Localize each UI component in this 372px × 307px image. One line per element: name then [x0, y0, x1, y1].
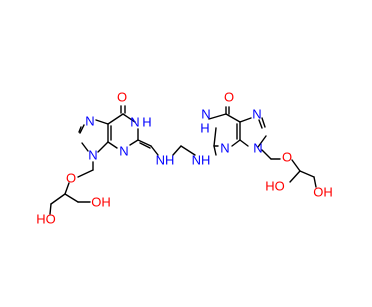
bond	[261, 117, 266, 128]
ring-hydrogen-h1-left: H	[142, 115, 151, 130]
ring-nitrogen-n3-left: N	[119, 144, 128, 159]
bond	[49, 203, 52, 215]
bond	[77, 169, 94, 178]
ring-nitrogen-n7-left: N	[85, 114, 94, 129]
bond	[64, 182, 70, 195]
bond	[78, 126, 82, 133]
bond	[299, 170, 315, 178]
ring-nitrogen-n1-right: N	[201, 107, 210, 122]
bond	[257, 135, 267, 148]
bond	[208, 113, 227, 120]
ring-nitrogen-n3-right: N	[220, 141, 229, 156]
atom-labels: O N H N N N NH O HO OH NH O N H N N N O …	[36, 90, 333, 227]
bond	[213, 127, 217, 147]
ring-hydrogen-h1-right: H	[200, 121, 209, 136]
bond	[139, 142, 151, 149]
bond	[137, 139, 152, 147]
ring-nitrogen-n9-left: N	[88, 148, 97, 163]
bond	[172, 145, 182, 156]
hydroxyl-right-b: OH	[313, 185, 333, 200]
bond	[129, 139, 139, 146]
bond	[239, 117, 252, 123]
bond	[107, 141, 118, 149]
bond	[150, 145, 159, 156]
carbonyl-oxygen-right: O	[224, 90, 234, 105]
bond	[122, 113, 136, 123]
bond	[180, 145, 196, 156]
bond	[97, 141, 109, 153]
ring-nitrogen-n9-right: N	[253, 141, 262, 156]
ether-oxygen-right: O	[282, 150, 292, 165]
bond	[291, 159, 301, 172]
carbonyl-oxygen-left: O	[117, 90, 127, 105]
hydroxyl-left-a: HO	[36, 212, 56, 227]
amine-nh-right: NH	[192, 153, 211, 168]
ring-nitrogen-n1-left: N	[130, 115, 139, 130]
bond	[79, 124, 85, 134]
bond-lines	[49, 105, 317, 215]
bond	[50, 193, 66, 205]
bond	[107, 113, 124, 125]
hydroxyl-right-a: HO	[265, 179, 285, 194]
bond	[95, 119, 109, 125]
bond	[64, 193, 79, 203]
amine-nh-left: NH	[156, 153, 175, 168]
bond	[213, 145, 217, 156]
ring-nitrogen-n7-right: N	[252, 107, 261, 122]
bond	[258, 119, 263, 129]
bond	[81, 142, 89, 152]
bond	[261, 149, 272, 160]
bond	[225, 113, 241, 123]
ether-oxygen-left: O	[66, 171, 76, 186]
bond	[239, 139, 249, 147]
hydroxyl-left-b: OH	[91, 195, 111, 210]
bond	[231, 139, 241, 147]
bond	[313, 176, 317, 188]
bond	[289, 170, 301, 183]
